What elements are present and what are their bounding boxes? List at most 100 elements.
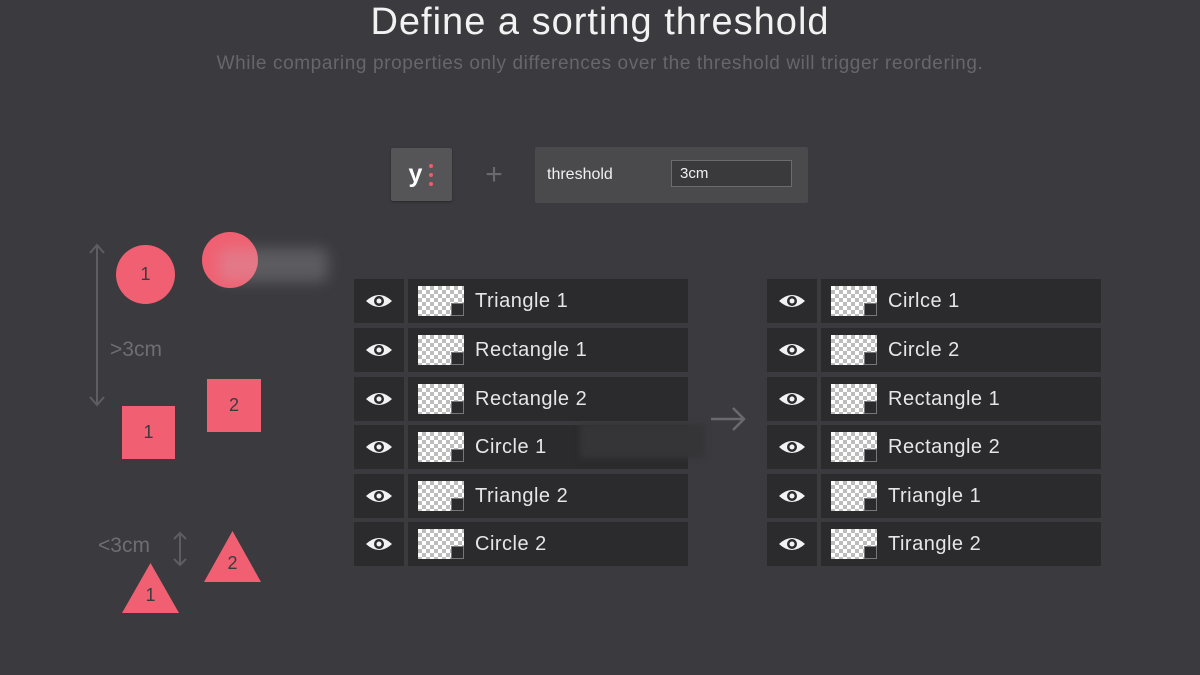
layer-item[interactable]: Rectangle 2 bbox=[408, 377, 688, 421]
layer-name: Triangle 1 bbox=[888, 485, 982, 507]
layer-thumbnail bbox=[831, 481, 877, 511]
layer-thumbnail bbox=[831, 529, 877, 559]
layer-thumbnail bbox=[831, 335, 877, 365]
eye-icon bbox=[779, 393, 805, 405]
layer-name: Cirlce 1 bbox=[888, 290, 960, 312]
eye-icon bbox=[366, 344, 392, 356]
layer-badge-icon bbox=[864, 449, 877, 462]
list-item[interactable]: Circle 2 bbox=[354, 522, 688, 566]
layer-name: Tirangle 2 bbox=[888, 533, 982, 555]
layer-name: Rectangle 2 bbox=[475, 388, 588, 410]
circle-1-number: 1 bbox=[140, 264, 151, 284]
layer-item[interactable]: Circle 2 bbox=[408, 522, 688, 566]
visibility-toggle[interactable] bbox=[354, 328, 404, 372]
visibility-toggle[interactable] bbox=[767, 377, 817, 421]
eye-icon bbox=[779, 441, 805, 453]
y-axis-button[interactable]: y bbox=[391, 148, 452, 201]
layer-thumbnail bbox=[831, 384, 877, 414]
eye-icon bbox=[366, 295, 392, 307]
layer-item[interactable]: Tirangle 2 bbox=[821, 522, 1101, 566]
eye-icon bbox=[366, 490, 392, 502]
list-item[interactable]: Rectangle 1 bbox=[354, 328, 688, 372]
layer-item[interactable]: Rectangle 1 bbox=[408, 328, 688, 372]
layer-thumbnail bbox=[418, 286, 464, 316]
eye-icon bbox=[779, 344, 805, 356]
visibility-toggle[interactable] bbox=[767, 279, 817, 323]
visibility-toggle[interactable] bbox=[354, 425, 404, 469]
list-item[interactable]: Rectangle 2 bbox=[767, 425, 1101, 469]
layer-badge-icon bbox=[864, 498, 877, 511]
layer-item[interactable]: Cirlce 1 bbox=[821, 279, 1101, 323]
visibility-toggle[interactable] bbox=[767, 474, 817, 518]
threshold-label: threshold bbox=[547, 166, 613, 183]
list-item[interactable]: Tirangle 2 bbox=[767, 522, 1101, 566]
layer-badge-icon bbox=[864, 303, 877, 316]
layer-badge-icon bbox=[864, 401, 877, 414]
layer-item[interactable]: Triangle 1 bbox=[408, 279, 688, 323]
layer-thumbnail bbox=[418, 335, 464, 365]
layer-item[interactable]: Rectangle 2 bbox=[821, 425, 1101, 469]
list-item[interactable]: Triangle 1 bbox=[767, 474, 1101, 518]
layer-badge-icon bbox=[451, 449, 464, 462]
layer-name: Triangle 2 bbox=[475, 485, 569, 507]
plus-symbol: + bbox=[485, 158, 503, 191]
square-1-number: 1 bbox=[143, 422, 154, 442]
layer-item[interactable]: Triangle 1 bbox=[821, 474, 1101, 518]
layer-badge-icon bbox=[864, 352, 877, 365]
less-than-label: <3cm bbox=[98, 534, 150, 557]
layer-name: Rectangle 1 bbox=[475, 339, 588, 361]
eye-icon bbox=[779, 490, 805, 502]
layer-thumbnail bbox=[418, 384, 464, 414]
layer-badge-icon bbox=[451, 352, 464, 365]
visibility-toggle[interactable] bbox=[354, 377, 404, 421]
layer-name: Circle 1 bbox=[475, 436, 547, 458]
arrow-right-icon bbox=[711, 407, 746, 431]
layer-item[interactable]: Triangle 2 bbox=[408, 474, 688, 518]
vertical-distance-arrow bbox=[89, 243, 105, 407]
small-distance-arrow bbox=[173, 531, 187, 567]
layer-badge-icon bbox=[451, 546, 464, 559]
layer-item[interactable]: Circle 2 bbox=[821, 328, 1101, 372]
triangle-shape-2 bbox=[204, 531, 261, 582]
layer-name: Rectangle 1 bbox=[888, 388, 1001, 410]
list-item[interactable]: Triangle 1 bbox=[354, 279, 688, 323]
layer-badge-icon bbox=[451, 303, 464, 316]
list-item[interactable]: Triangle 2 bbox=[354, 474, 688, 518]
circle-shape-1: 1 bbox=[116, 245, 175, 304]
greater-than-label: >3cm bbox=[110, 338, 162, 361]
visibility-toggle[interactable] bbox=[767, 425, 817, 469]
square-shape-1: 1 bbox=[122, 406, 175, 459]
visibility-toggle[interactable] bbox=[767, 328, 817, 372]
threshold-input[interactable] bbox=[671, 160, 792, 187]
eye-icon bbox=[366, 441, 392, 453]
eye-icon bbox=[366, 538, 392, 550]
triangle-2-number: 2 bbox=[227, 552, 238, 573]
layer-thumbnail bbox=[418, 529, 464, 559]
colon-dots-icon bbox=[429, 164, 433, 186]
layer-thumbnail bbox=[831, 286, 877, 316]
visibility-toggle[interactable] bbox=[767, 522, 817, 566]
layer-name: Triangle 1 bbox=[475, 290, 569, 312]
page-title: Define a sorting threshold bbox=[370, 1, 830, 43]
square-shape-2: 2 bbox=[207, 379, 261, 432]
layer-name: Rectangle 2 bbox=[888, 436, 1001, 458]
visibility-toggle[interactable] bbox=[354, 522, 404, 566]
circle-shape-2 bbox=[202, 232, 258, 288]
threshold-panel: threshold bbox=[535, 147, 808, 203]
layer-badge-icon bbox=[864, 546, 877, 559]
square-2-number: 2 bbox=[228, 395, 239, 415]
blurred-label bbox=[218, 248, 328, 282]
layer-item[interactable]: Rectangle 1 bbox=[821, 377, 1101, 421]
list-item[interactable]: Rectangle 2 bbox=[354, 377, 688, 421]
eye-icon bbox=[779, 295, 805, 307]
triangle-1-number: 1 bbox=[145, 584, 156, 605]
layer-badge-icon bbox=[451, 401, 464, 414]
page-subtitle: While comparing properties only differen… bbox=[216, 53, 984, 74]
list-item[interactable]: Circle 2 bbox=[767, 328, 1101, 372]
list-item[interactable]: Rectangle 1 bbox=[767, 377, 1101, 421]
visibility-toggle[interactable] bbox=[354, 279, 404, 323]
layer-name: Circle 2 bbox=[475, 533, 547, 555]
visibility-toggle[interactable] bbox=[354, 474, 404, 518]
list-item[interactable]: Cirlce 1 bbox=[767, 279, 1101, 323]
